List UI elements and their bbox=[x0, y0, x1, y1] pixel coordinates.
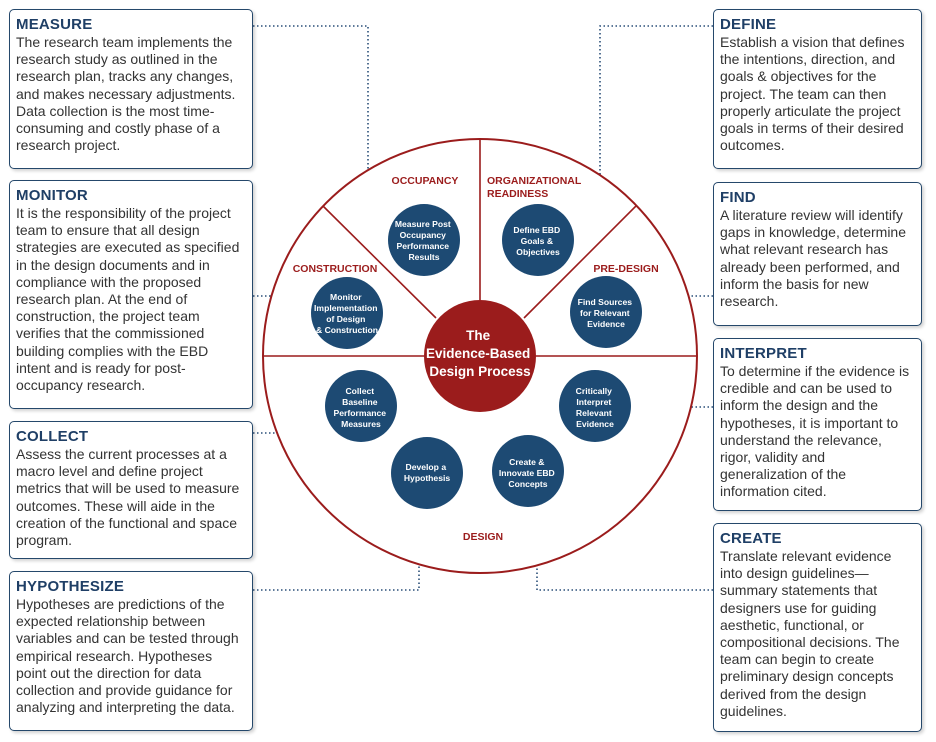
define-body: Establish a vision that defines the inte… bbox=[720, 34, 905, 154]
sector-dividers bbox=[263, 139, 697, 357]
find-box: FIND A literature review will identify g… bbox=[713, 182, 922, 326]
svg-text:Monitor Implementation: Monitor Implementation of Design & Const… bbox=[314, 292, 380, 335]
sector-label-occupancy: OCCUPANCY bbox=[392, 175, 459, 187]
node-measure-post-occupancy: Measure Post Occupancy Performance Resul… bbox=[388, 204, 460, 276]
svg-text:The Evidence-Based: The Evidence-Based Design Process bbox=[426, 328, 534, 379]
svg-text:Critically Interpret: Critically Interpret Relevant Evidence bbox=[576, 386, 615, 429]
measure-box: MEASURE The research team implements the… bbox=[9, 9, 253, 169]
hypothesize-box: HYPOTHESIZE Hypotheses are predictions o… bbox=[9, 571, 253, 731]
create-body: Translate relevant evidence into design … bbox=[720, 548, 900, 719]
sector-label-organizational-readiness: ORGANIZATIONAL READINESS bbox=[487, 175, 584, 200]
find-title: FIND bbox=[720, 189, 756, 206]
center-circle: The Evidence-Based Design Process bbox=[424, 300, 536, 412]
svg-text:Create & Innovate EBD: Create & Innovate EBD Concepts bbox=[499, 457, 557, 489]
node-create-concepts: Create & Innovate EBD Concepts bbox=[492, 435, 564, 507]
node-find-sources: Find Sources for Relevant Evidence bbox=[570, 276, 642, 348]
svg-text:Develop a Hypothesis: Develop a Hypothesis bbox=[404, 462, 451, 483]
monitor-body: It is the responsibility of the project … bbox=[16, 205, 240, 394]
monitor-title: MONITOR bbox=[16, 187, 88, 204]
sector-label-pre-design: PRE-DESIGN bbox=[593, 263, 658, 275]
collect-box: COLLECT Assess the current processes at … bbox=[9, 421, 253, 559]
find-body: A literature review will identify gaps i… bbox=[720, 207, 907, 310]
connector-measure bbox=[253, 25, 390, 223]
interpret-box: INTERPRET To determine if the evidence i… bbox=[713, 338, 922, 511]
sector-label-construction: CONSTRUCTION bbox=[293, 263, 378, 275]
hypothesize-body: Hypotheses are predictions of the expect… bbox=[16, 596, 239, 716]
node-interpret-evidence: Critically Interpret Relevant Evidence bbox=[559, 370, 631, 442]
node-define-ebd-goals: Define EBD Goals & Objectives bbox=[502, 204, 574, 276]
svg-text:Find Sources for Relevan: Find Sources for Relevant Evidence bbox=[578, 297, 635, 329]
node-monitor-implementation: Monitor Implementation of Design & Const… bbox=[311, 277, 383, 349]
create-title: CREATE bbox=[720, 530, 782, 547]
monitor-box: MONITOR It is the responsibility of the … bbox=[9, 180, 253, 409]
node-collect-baseline: Collect Baseline Performance Measures bbox=[325, 370, 397, 442]
interpret-body: To determine if the evidence is credible… bbox=[720, 363, 910, 500]
svg-text:Define EBD Goals &: Define EBD Goals & Objectives bbox=[513, 225, 562, 257]
measure-body: The research team implements the researc… bbox=[16, 34, 236, 154]
define-box: DEFINE Establish a vision that defines t… bbox=[713, 9, 922, 169]
measure-title: MEASURE bbox=[16, 16, 93, 33]
svg-text:Measure Post Occupancy: Measure Post Occupancy Performance Resul… bbox=[395, 219, 453, 262]
node-develop-hypothesis: Develop a Hypothesis bbox=[391, 437, 463, 509]
collect-title: COLLECT bbox=[16, 428, 89, 445]
create-box: CREATE Translate relevant evidence into … bbox=[713, 523, 922, 732]
sector-label-design: DESIGN bbox=[463, 531, 503, 543]
interpret-title: INTERPRET bbox=[720, 345, 807, 362]
define-title: DEFINE bbox=[720, 16, 777, 33]
collect-body: Assess the current processes at a macro … bbox=[16, 446, 240, 549]
svg-text:Collect Baseline P: Collect Baseline Performance Measures bbox=[334, 386, 389, 429]
hypothesize-title: HYPOTHESIZE bbox=[16, 578, 125, 595]
